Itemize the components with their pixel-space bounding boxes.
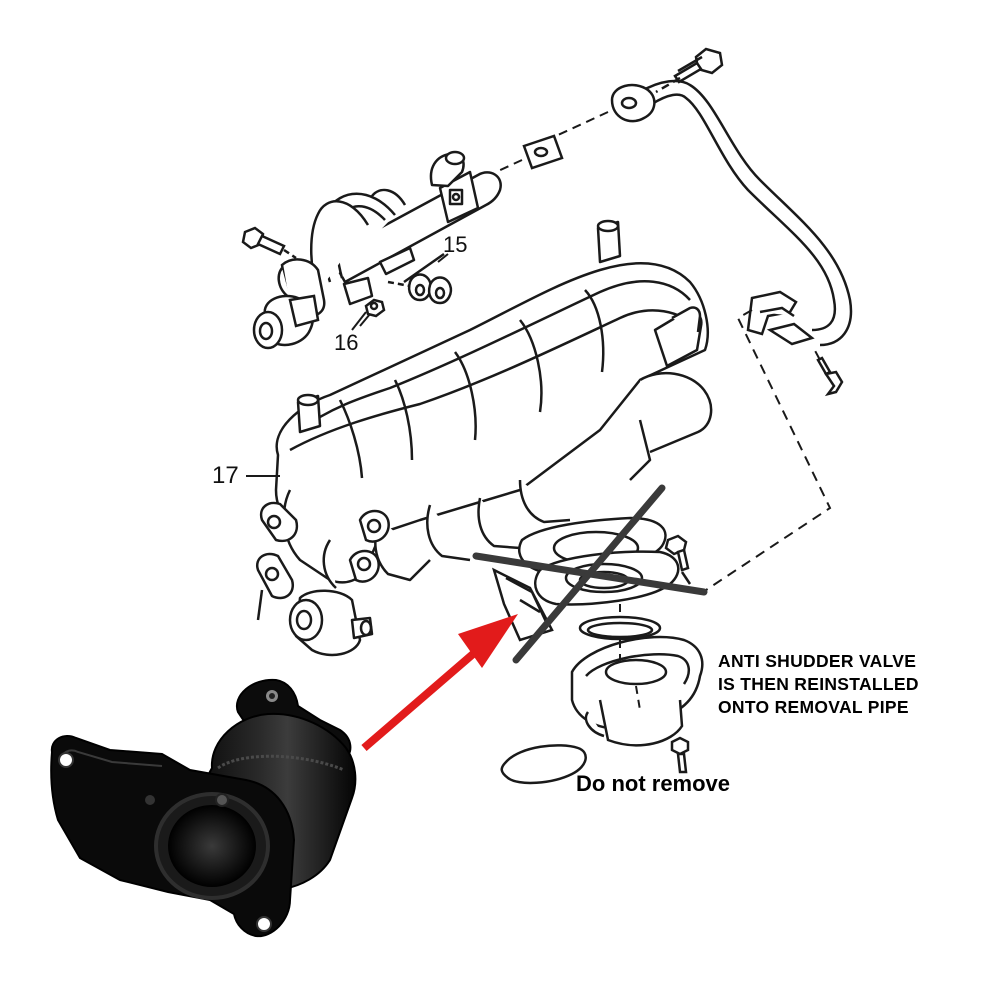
right-bracket	[746, 290, 844, 397]
part-15-gaskets	[387, 252, 453, 305]
removal-pipe-part	[50, 678, 357, 938]
bolt-left	[241, 226, 297, 260]
note-line-3: ONTO REMOVAL PIPE	[718, 697, 909, 717]
egr-valve-canister	[252, 258, 326, 350]
intake-manifold	[255, 219, 713, 657]
note-line-1: ANTI SHUDDER VALVE	[718, 651, 917, 671]
x-mark-icon	[472, 484, 708, 664]
egr-pipe-assembly	[310, 150, 502, 306]
callout-17: 17	[212, 462, 239, 489]
callout-15: 15	[443, 232, 468, 257]
red-arrow-icon	[361, 614, 518, 752]
coolant-pipe	[610, 79, 853, 347]
flange-gasket	[522, 134, 564, 170]
do-not-remove-label: Do not remove	[576, 771, 731, 796]
removed-valve-housing	[491, 567, 554, 642]
assembly-leader-right	[699, 309, 832, 595]
stack-leaders	[619, 604, 641, 711]
instruction-note: ANTI SHUDDER VALVE IS THEN REINSTALLED O…	[718, 650, 988, 719]
part-16-nut	[359, 298, 386, 327]
callout-16: 16	[334, 330, 359, 355]
assembly-leader-top	[557, 111, 609, 136]
note-line-2: IS THEN REINSTALLED	[718, 674, 919, 694]
